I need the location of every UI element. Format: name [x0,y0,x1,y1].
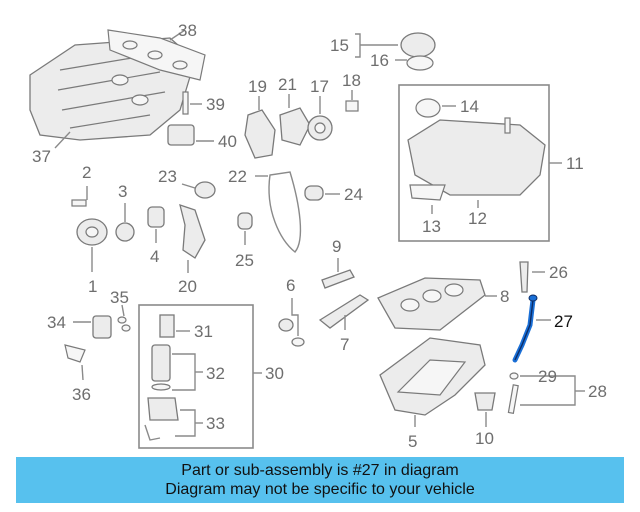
callout-29: 29 [538,367,557,386]
callout-23: 23 [158,167,177,186]
callout-13: 13 [422,217,441,236]
callout-24: 24 [344,185,363,204]
callout-4: 4 [150,247,159,266]
callout-21: 21 [278,75,297,94]
callout-22: 22 [228,167,247,186]
callout-18: 18 [342,71,361,90]
callout-5: 5 [408,432,417,451]
callout-14: 14 [460,97,479,116]
callout-26: 26 [549,263,568,282]
callout-8: 8 [500,287,509,306]
callout-27: 27 [554,312,573,331]
manifold-gasket-part [107,29,206,81]
callout-31: 31 [194,322,213,341]
callout-15: 15 [330,36,349,55]
callout-35: 35 [110,288,129,307]
callout-20: 20 [178,277,197,296]
callout-30: 30 [265,364,284,383]
callout-36: 36 [72,385,91,404]
info-banner: Part or sub-assembly is #27 in diagram D… [16,457,624,503]
callout-11: 11 [566,154,584,173]
callout-25: 25 [235,251,254,270]
valve-cover-part [407,119,546,196]
callout-3: 3 [118,182,127,201]
callout-10: 10 [475,429,494,448]
dipstick-tube-part [512,297,536,363]
callout-37: 37 [32,147,51,166]
parts-diagram: 1 2 3 4 5 6 7 8 9 10 11 12 13 14 15 16 1… [29,21,607,451]
oil-filter-group-box [138,304,254,449]
lower-crankcase-part [377,277,486,331]
banner-line-1: Part or sub-assembly is #27 in diagram [181,462,459,479]
callout-34: 34 [47,313,66,332]
callout-32: 32 [206,364,225,383]
callout-12: 12 [468,209,487,228]
callout-33: 33 [206,414,225,433]
callout-2: 2 [82,163,91,182]
callout-16: 16 [370,51,389,70]
callout-7: 7 [340,335,349,354]
callout-28: 28 [588,382,607,401]
callout-6: 6 [286,276,295,295]
callout-40: 40 [218,132,237,151]
callout-19: 19 [248,77,267,96]
callout-17: 17 [310,77,329,96]
callout-9: 9 [332,237,341,256]
callout-39: 39 [206,95,225,114]
callout-1: 1 [88,277,97,296]
banner-line-2: Diagram may not be specific to your vehi… [165,481,475,498]
callout-38: 38 [178,21,197,40]
